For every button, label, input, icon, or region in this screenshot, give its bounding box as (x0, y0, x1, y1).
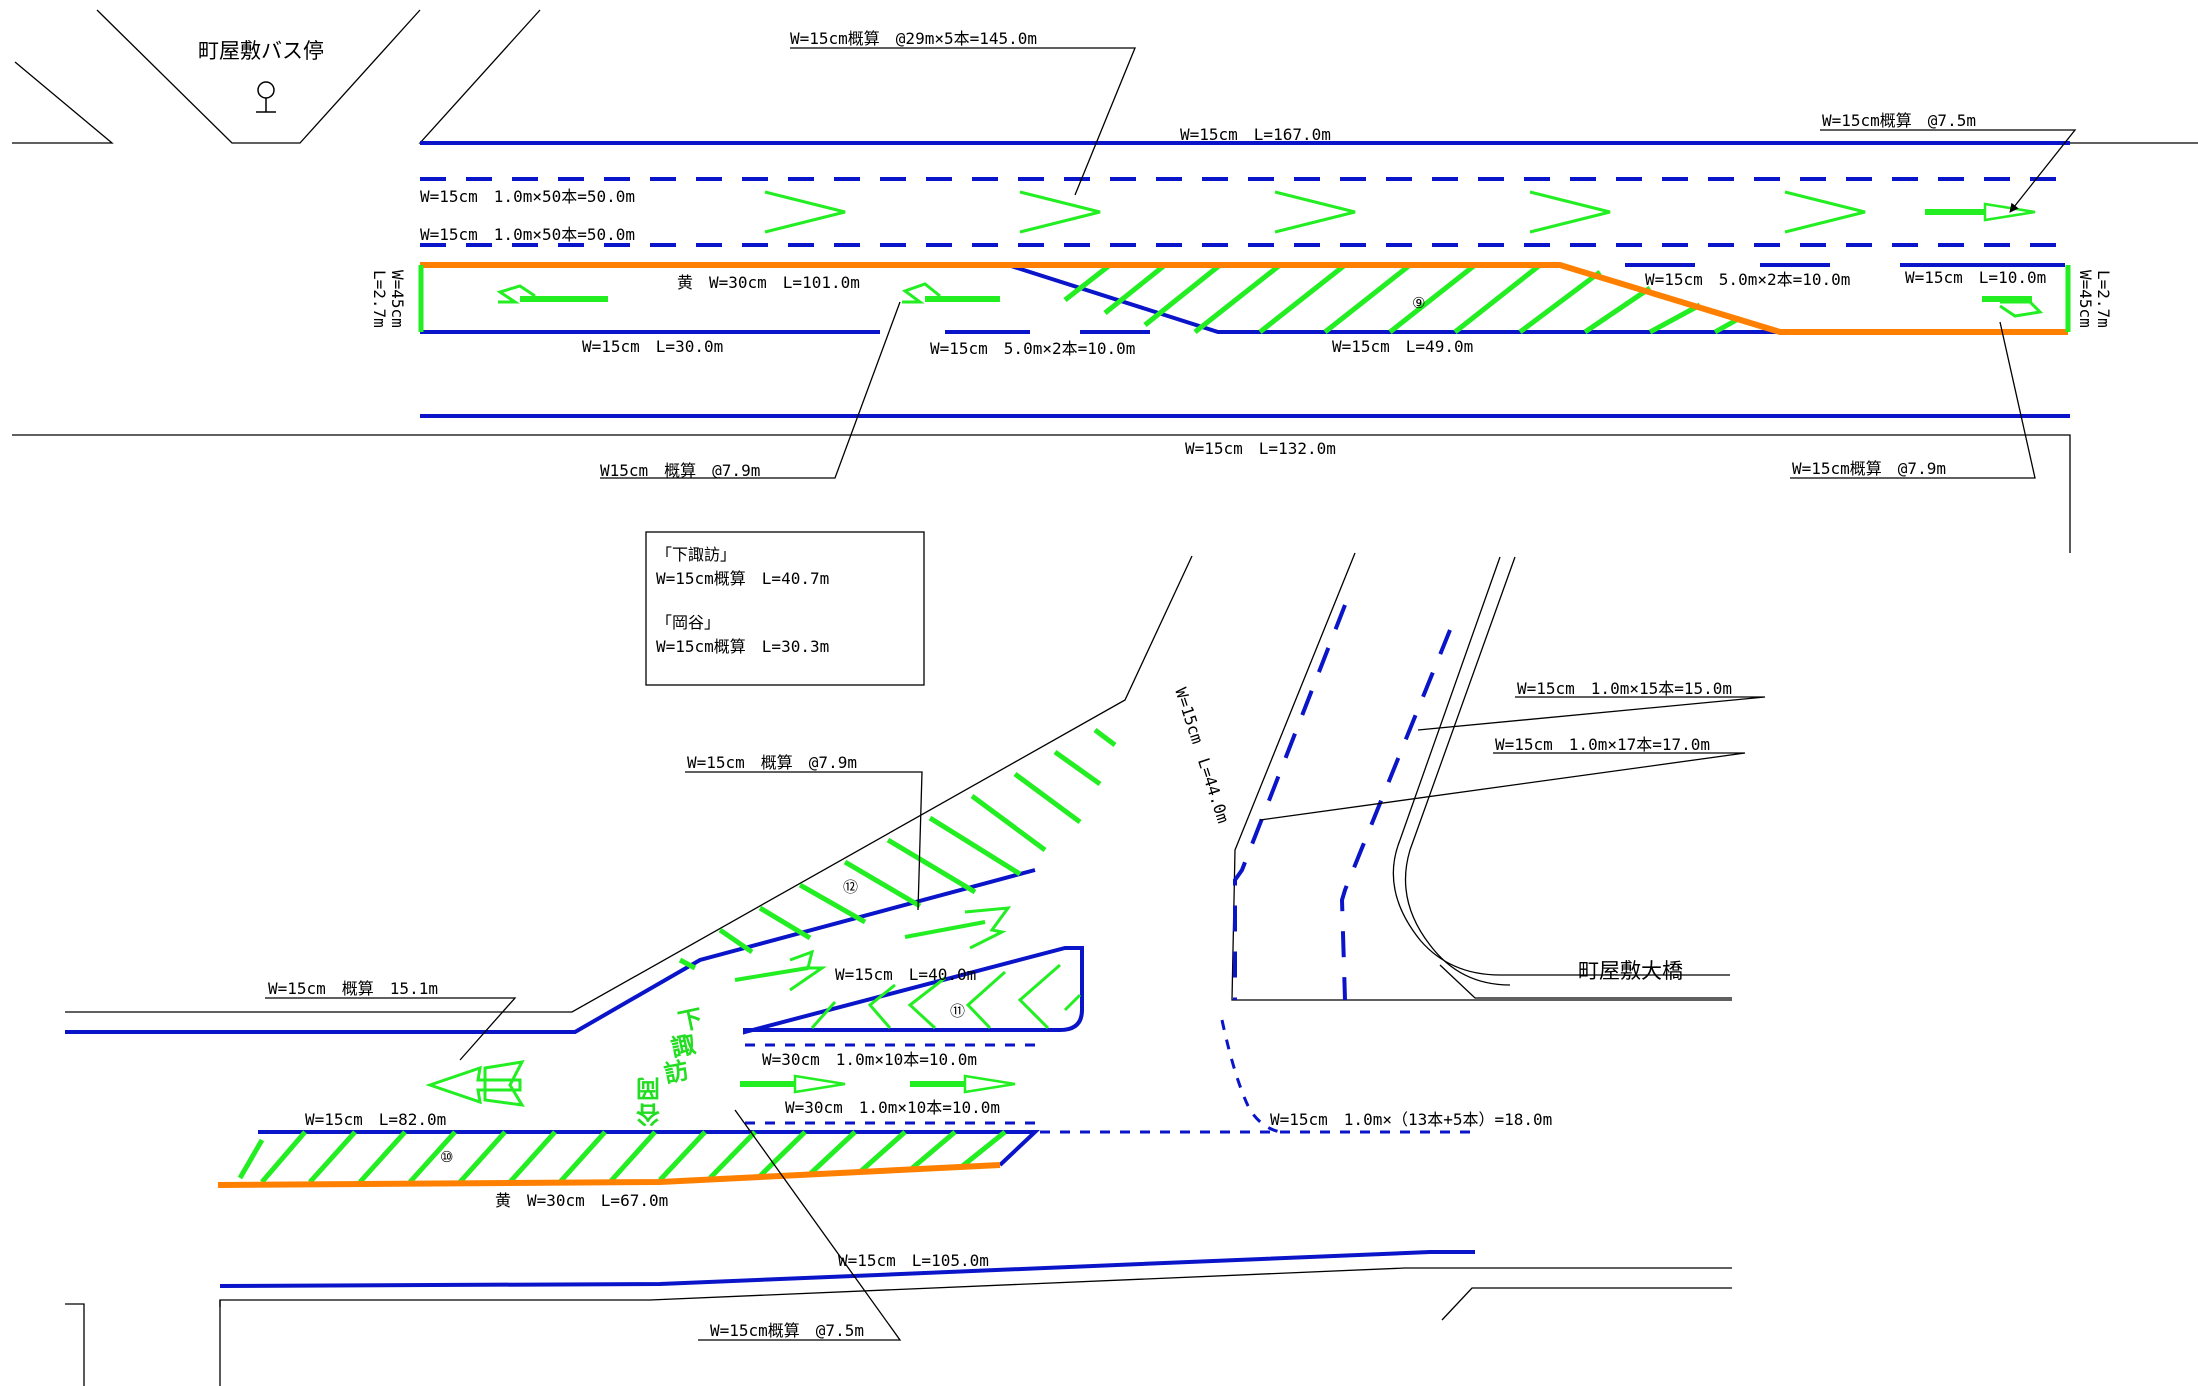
label-approx-151: W=15cm 概算 15.1m (268, 979, 438, 998)
middle-turn-arrow-icon (901, 282, 1000, 304)
label-top-right-arrow: W=15cm概算 @7.5m (1822, 111, 1976, 130)
label-right-dash: W=15cm 5.0m×2本=10.0m (1645, 270, 1850, 289)
label-yellow-bottom: 黄 W=30cm L=67.0m (495, 1191, 668, 1210)
bus-stop-icon (256, 81, 276, 113)
label-mid-dash: W=15cm 5.0m×2本=10.0m (930, 339, 1135, 358)
label-dash-line-1: W=15cm 1.0m×50本=50.0m (420, 187, 635, 206)
area-number-12: ⑫ (843, 878, 858, 896)
label-dash-15: W=15cm 1.0m×15本=15.0m (1517, 679, 1732, 698)
label-right-stop-w-group: W=45cm (2076, 270, 2095, 328)
label-left-stop-w-group: W=45cm (388, 270, 407, 328)
upper-right-arrow-icon (734, 949, 827, 992)
bus-stop-name: 町屋敷バス停 (198, 39, 324, 63)
label-yellow-top: 黄 W=30cm L=101.0m (677, 273, 860, 292)
top-leader-lines (600, 47, 2077, 479)
zebra-area-10 (237, 1130, 1007, 1184)
label-slant-44: W=15cm L=44.0m (1171, 685, 1233, 825)
bottom-road-edges (65, 552, 1732, 1386)
info-line-1: 「下諏訪」 (656, 545, 736, 564)
label-dash-18: W=15cm 1.0m×（13本+5本）=18.0m (1270, 1110, 1552, 1129)
yellow-line-top (420, 262, 2068, 335)
bottom-leader-lines (265, 696, 1766, 1341)
left-turn-arrow-icon (496, 284, 608, 304)
label-arrow-left: W15cm 概算 @7.9m (600, 461, 760, 480)
top-straight-arrow-icon (1925, 202, 2036, 222)
zebra-area-12 (678, 728, 1117, 971)
label-top-line: W=15cm L=167.0m (1180, 125, 1331, 144)
info-box (645, 531, 925, 686)
label-line-105: W=15cm L=105.0m (838, 1251, 989, 1270)
label-right-stop-w: W=45cm (2076, 270, 2095, 328)
label-right-stop-l-group: L=2.7m (2094, 270, 2113, 328)
label-dash-17: W=15cm 1.0m×17本=17.0m (1495, 735, 1710, 754)
shimosuwa-char-2: 諏 (669, 1030, 698, 1062)
label-left-stop-w: W=45cm (388, 270, 407, 328)
okaya-char-1: 岡 (636, 1074, 660, 1102)
shimosuwa-char-1: 下 (676, 1004, 705, 1036)
zebra-area-9 (1063, 263, 1742, 335)
bridge-name: 町屋敷大橋 (1578, 959, 1683, 983)
label-left-stop-l: L=2.7m (370, 270, 389, 328)
straight-arrow-1-icon (740, 1074, 846, 1094)
label-dash-30-1: W=30cm 1.0m×10本=10.0m (762, 1050, 977, 1069)
label-right-stop-l: L=2.7m (2094, 270, 2113, 328)
label-line-30: W=15cm L=30.0m (582, 337, 723, 356)
bottom-lane-lines (65, 604, 1480, 1288)
info-line-4: W=15cm概算 L=30.3m (656, 637, 829, 656)
area-number-9: ⑨ (1412, 294, 1425, 312)
direction-okaya: 岡 谷 (635, 1074, 660, 1128)
label-bottom-arrow-75: W=15cm概算 @7.5m (710, 1321, 864, 1340)
okaya-char-2: 谷 (635, 1100, 660, 1128)
label-zebra-79: W=15cm 概算 @7.9m (687, 753, 857, 772)
bottom-left-arrow-icon (425, 1060, 525, 1107)
label-line-132: W=15cm L=132.0m (1185, 439, 1336, 458)
label-arrow-right: W=15cm概算 @7.9m (1792, 459, 1946, 478)
label-right-short: W=15cm L=10.0m (1905, 268, 2046, 287)
right-turn-arrow-icon (1982, 296, 2044, 318)
area-number-11: ⑪ (950, 1002, 965, 1020)
straight-arrow-2-icon (910, 1074, 1016, 1094)
label-island-40: W=15cm L=40.0m (835, 965, 976, 984)
label-line-49: W=15cm L=49.0m (1332, 337, 1473, 356)
direction-shimosuwa: 下 諏 訪 (662, 1004, 705, 1088)
label-line-82: W=15cm L=82.0m (305, 1110, 446, 1129)
yellow-line-bottom (217, 1162, 1001, 1188)
lower-right-arrow-icon (904, 906, 1012, 950)
label-slant-44-group: W=15cm L=44.0m (1171, 685, 1233, 825)
label-left-stop-l-group: L=2.7m (370, 270, 389, 328)
area-number-10: ⑩ (440, 1148, 453, 1166)
top-chevrons (764, 190, 1866, 234)
shimosuwa-char-3: 訪 (662, 1056, 691, 1088)
label-dash-30-2: W=30cm 1.0m×10本=10.0m (785, 1098, 1000, 1117)
label-dash-line-2: W=15cm 1.0m×50本=50.0m (420, 225, 635, 244)
info-line-2: W=15cm概算 L=40.7m (656, 569, 829, 588)
zebra-area-11 (810, 963, 1082, 1030)
label-top-chevron: W=15cm概算 @29m×5本=145.0m (790, 29, 1037, 48)
info-line-3: 「岡谷」 (656, 613, 720, 632)
